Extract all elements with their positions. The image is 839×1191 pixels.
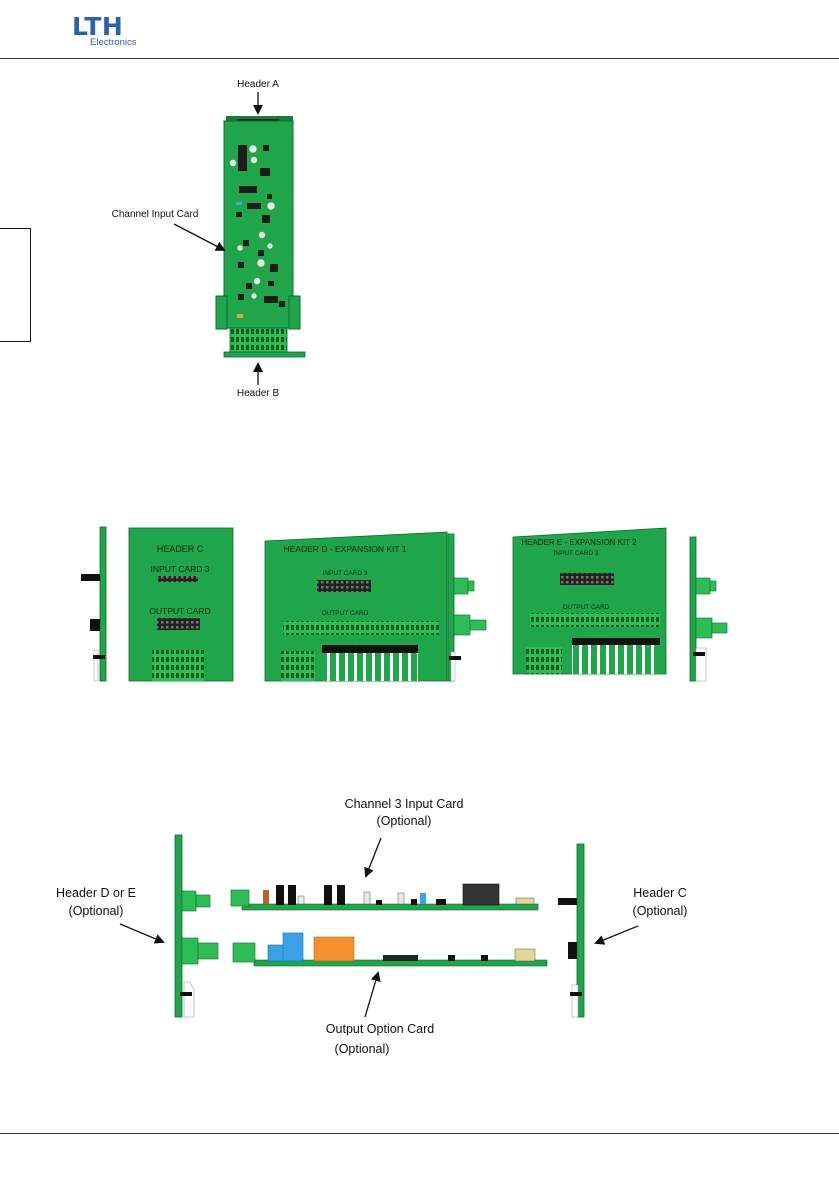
header-e-input-connector — [560, 573, 614, 585]
header-e-side-view — [690, 537, 727, 681]
header-c-side-label-line1: Header C — [633, 886, 687, 900]
header-e-output-connector — [530, 613, 660, 627]
input-card-orange-part — [237, 314, 243, 318]
figure-side-assembly: Channel 3 Input Card (Optional) Header D… — [56, 797, 687, 1056]
header-c-board: HEADER C INPUT CARD 3 OUTPUT CARD — [129, 528, 233, 681]
figure-headers-cde: HEADER C INPUT CARD 3 OUTPUT CARD HEADER… — [81, 527, 727, 681]
input-card-base — [224, 352, 305, 357]
channel3-arrow — [366, 838, 381, 876]
header-c-side-arrow — [596, 926, 638, 943]
header-c-terminal — [152, 650, 204, 681]
input-card-board — [224, 121, 293, 328]
header-e-pins — [572, 645, 660, 674]
header-b-connector — [230, 328, 287, 353]
channel3-label-line2: (Optional) — [377, 814, 432, 828]
input-card-left-clip — [216, 296, 227, 329]
header-d-pins — [322, 653, 418, 681]
header-d-side-view — [448, 534, 486, 681]
output-card-components — [233, 933, 535, 962]
header-de-label-line1: Header D or E — [56, 886, 136, 900]
channel3-label-line1: Channel 3 Input Card — [345, 797, 464, 811]
header-c-side-view — [81, 527, 106, 681]
header-c-title: HEADER C — [157, 544, 204, 554]
header-de-arrow — [120, 924, 163, 942]
input-card-blue-led — [236, 202, 242, 205]
header-e-input-label: INPUT CARD 3 — [553, 550, 598, 557]
header-e-output-label: OUTPUT CARD — [563, 604, 610, 611]
channel3-card-components — [231, 884, 534, 906]
header-e-board: HEADER E - EXPANSION KIT 2 INPUT CARD 3 … — [513, 528, 666, 674]
left-board-connectors — [180, 891, 218, 1017]
input-card-right-clip — [289, 296, 300, 329]
output-card-label-line2: (Optional) — [335, 1042, 390, 1056]
header-c-input-label: INPUT CARD 3 — [151, 564, 210, 574]
header-d-title: HEADER D - EXPANSION KIT 1 — [284, 544, 407, 554]
header-b-label: Header B — [237, 388, 280, 399]
channel-input-card-arrow — [174, 224, 224, 250]
output-card-label-line1: Output Option Card — [326, 1022, 434, 1036]
header-e-terminal — [526, 647, 562, 674]
header-a-label: Header A — [237, 79, 279, 90]
header-de-label-line2: (Optional) — [69, 904, 124, 918]
header-c-output-connector — [157, 618, 200, 630]
header-c-output-label: OUTPUT CARD — [149, 606, 210, 616]
header-d-terminal — [281, 651, 315, 681]
left-vertical-board — [175, 835, 182, 1017]
header-c-input-connector — [158, 576, 198, 582]
header-e-pin-bar — [572, 638, 660, 645]
header-d-input-connector — [317, 580, 371, 592]
header-e-title: HEADER E - EXPANSION KIT 2 — [521, 538, 637, 547]
header-d-input-label: INPUT CARD 3 — [322, 570, 367, 577]
channel-input-card-label: Channel Input Card — [112, 209, 199, 220]
header-c-side-label-line2: (Optional) — [633, 904, 688, 918]
header-d-pin-bar — [322, 645, 418, 653]
header-d-board: HEADER D - EXPANSION KIT 1 INPUT CARD 3 … — [265, 532, 447, 681]
output-card-arrow — [365, 973, 378, 1017]
header-d-output-connector — [283, 621, 439, 635]
figure-channel-input-card: Header A — [112, 79, 305, 399]
header-d-output-label: OUTPUT CARD — [322, 610, 369, 617]
